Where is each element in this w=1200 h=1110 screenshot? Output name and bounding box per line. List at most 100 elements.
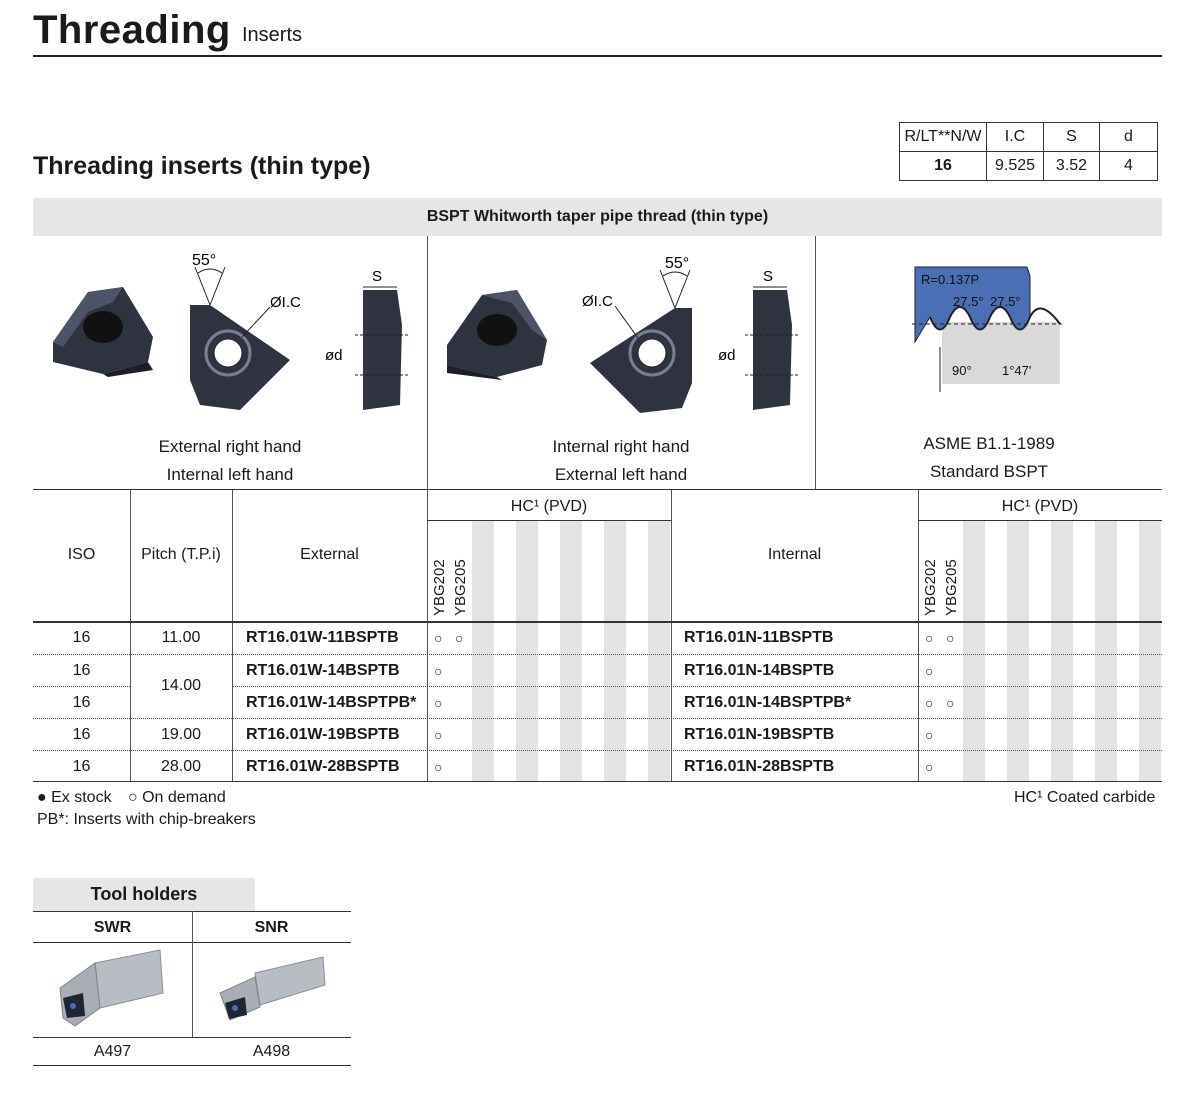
grade-header: YBG202	[431, 559, 448, 616]
column-divider	[130, 490, 131, 782]
taper-label: 1°47'	[1002, 363, 1031, 378]
panel-caption: Internal left hand	[166, 465, 294, 484]
availability-mark: ○	[946, 695, 955, 711]
spec-value: 16	[899, 151, 987, 181]
grade-column-stripe	[963, 520, 985, 782]
grade-header: YBG202	[922, 559, 939, 616]
grade-column-stripe	[604, 520, 626, 782]
column-divider	[671, 490, 672, 782]
insert-top-view: 55° ØI.C	[582, 255, 692, 413]
legend-hc-note: HC¹ Coated carbide	[1014, 789, 1156, 806]
half-angle-label: 27.5°	[953, 294, 984, 309]
column-divider	[427, 490, 428, 782]
insert-3d-image	[447, 290, 547, 380]
s-label: S	[372, 268, 382, 285]
insert-3d-image	[53, 287, 153, 377]
grade-column-stripe	[516, 520, 538, 782]
internal-code: RT16.01N-11BSPTB	[684, 629, 834, 646]
table-top-rule	[33, 489, 1162, 490]
internal-code: RT16.01N-14BSPTB	[684, 662, 835, 679]
column-divider	[918, 490, 919, 782]
pitch-cell: 11.00	[161, 629, 201, 646]
grade-group-rule	[918, 520, 1162, 521]
ic-label: ØI.C	[582, 293, 613, 310]
availability-mark: ○	[434, 663, 443, 679]
half-angle-label: 27.5°	[990, 294, 1021, 309]
availability-mark: ○	[434, 695, 443, 711]
availability-mark: ○	[455, 630, 464, 646]
iso-cell: 16	[72, 694, 91, 711]
thread-profile-diagram: R=0.137P 27.5° 27.5° 90° 1°47'	[912, 266, 1062, 392]
col-header-iso: ISO	[67, 546, 96, 563]
right-angle-label: 90°	[952, 363, 972, 378]
iso-cell: 16	[72, 629, 91, 646]
page-title: Threading	[33, 8, 231, 52]
availability-mark: ○	[925, 759, 934, 775]
availability-mark: ○	[925, 727, 934, 743]
internal-code: RT16.01N-19BSPTB	[684, 726, 835, 743]
page-subtitle: Inserts	[242, 24, 303, 46]
legend-pb-note: PB*: Inserts with chip-breakers	[37, 811, 256, 828]
availability-mark: ○	[925, 630, 934, 646]
col-header-external: External	[300, 546, 359, 563]
column-divider	[232, 490, 233, 782]
availability-mark: ○	[434, 727, 443, 743]
holder-page-ref: A497	[93, 1043, 132, 1060]
grade-group-rule	[427, 520, 671, 521]
panel-caption: External left hand	[554, 465, 688, 484]
row-divider	[33, 750, 1162, 751]
panel-caption: External right hand	[158, 437, 302, 456]
insert-side-view: S ød	[325, 268, 410, 410]
external-code: RT16.01W-14BSPTPB*	[246, 694, 417, 711]
availability-mark: ○	[925, 663, 934, 679]
ic-label: ØI.C	[270, 294, 300, 311]
iso-cell: 16	[72, 662, 91, 679]
panel-caption: Standard BSPT	[929, 462, 1049, 481]
pitch-cell: 19.00	[160, 726, 202, 743]
section-title: Threading inserts (thin type)	[33, 152, 371, 180]
angle-label: 55°	[192, 252, 216, 269]
external-code: RT16.01W-14BSPTB	[246, 662, 400, 679]
angle-label: 55°	[665, 255, 689, 272]
availability-mark: ○	[434, 759, 443, 775]
row-divider	[33, 718, 1162, 719]
availability-mark: ○	[925, 695, 934, 711]
internal-code: RT16.01N-28BSPTB	[684, 758, 835, 775]
thread-type-band: BSPT Whitworth taper pipe thread (thin t…	[33, 198, 1162, 236]
external-code: RT16.01W-28BSPTB	[246, 758, 400, 775]
tool-holders-header: Tool holders	[33, 878, 255, 911]
s-label: S	[763, 268, 773, 285]
grade-header: YBG205	[943, 559, 960, 616]
holder-name: SNR	[254, 919, 289, 936]
grade-header: YBG205	[452, 559, 469, 616]
holder-page-ref: A498	[252, 1043, 291, 1060]
spec-table: R/LT**N/W I.C S d 16 9.525 3.52 4	[899, 122, 1158, 181]
header-rule	[33, 621, 1162, 623]
grade-column-stripe	[1007, 520, 1029, 782]
grade-column-stripe	[648, 520, 670, 782]
spec-header: d	[1099, 122, 1158, 152]
tool-holders-rule	[33, 1065, 351, 1066]
grade-group-header: HC¹ (PVD)	[510, 498, 588, 515]
col-header-pitch: Pitch (T.P.i)	[141, 546, 221, 563]
swr-holder-image	[59, 949, 164, 1027]
merged-cell-mask	[131, 684, 232, 688]
external-code: RT16.01W-11BSPTB	[246, 629, 399, 646]
tool-holders-divider	[192, 911, 193, 1037]
title-divider	[33, 55, 1162, 57]
pitch-cell: 28.00	[160, 758, 202, 775]
iso-cell: 16	[72, 758, 91, 775]
spec-value: 4	[1099, 151, 1158, 181]
grade-column-stripe	[1139, 520, 1161, 782]
tool-holders-rule	[33, 1037, 351, 1038]
insert-side-view: S ød	[718, 268, 800, 410]
panel-divider	[427, 236, 428, 490]
row-divider	[33, 686, 1162, 687]
availability-mark: ○	[946, 630, 955, 646]
radius-label: R=0.137P	[921, 272, 979, 287]
d-label: ød	[325, 347, 343, 364]
internal-code: RT16.01N-14BSPTPB*	[684, 694, 852, 711]
snr-holder-image	[219, 956, 326, 1021]
d-label: ød	[718, 347, 736, 364]
grade-group-header: HC¹ (PVD)	[1001, 498, 1079, 515]
